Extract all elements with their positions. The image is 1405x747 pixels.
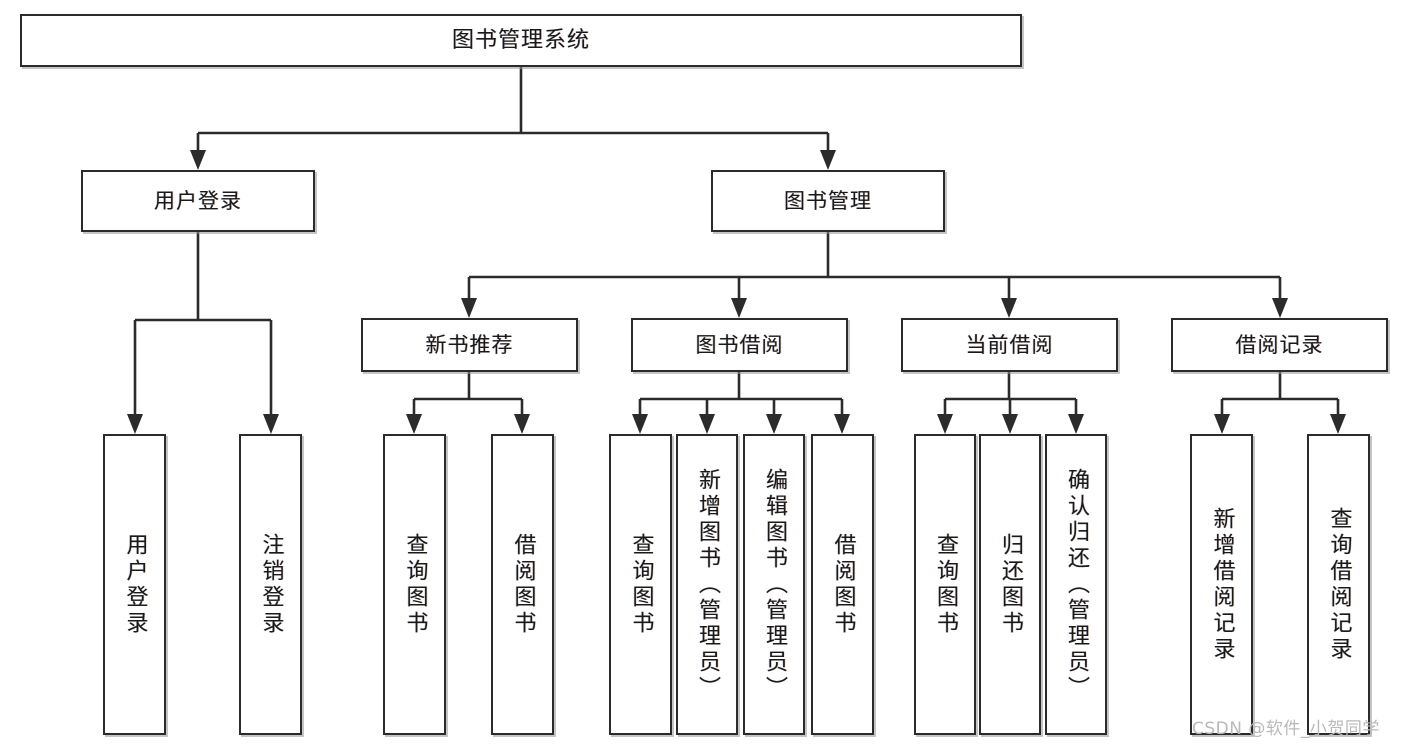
leaf-borrow-book-recommend[interactable]: 借阅图书 [491, 434, 554, 735]
node-label: 用户登录 [154, 188, 242, 213]
node-label: 查询借阅记录 [1326, 506, 1352, 663]
node-book-management[interactable]: 图书管理 [711, 170, 945, 232]
node-label: 借阅图书 [830, 532, 856, 637]
node-label: 注销登录 [258, 532, 284, 637]
leaf-user-logout[interactable]: 注销登录 [239, 434, 302, 735]
node-label: 图书管理 [784, 188, 872, 213]
node-label: 用户登录 [122, 532, 148, 637]
node-new-book-recommend[interactable]: 新书推荐 [361, 318, 578, 372]
node-label: 图书管理系统 [451, 27, 590, 53]
node-borrow-record[interactable]: 借阅记录 [1171, 318, 1388, 372]
node-label: 当前借阅 [965, 332, 1054, 357]
node-label: 借阅记录 [1235, 332, 1324, 357]
node-label: 图书借阅 [695, 332, 784, 357]
leaf-query-book-recommend[interactable]: 查询图书 [383, 434, 446, 735]
node-label: 新增图书（管理员） [695, 467, 720, 702]
leaf-borrow-book[interactable]: 借阅图书 [811, 434, 874, 735]
node-book-borrow[interactable]: 图书借阅 [631, 318, 848, 372]
leaf-query-book-borrow[interactable]: 查询图书 [609, 434, 672, 735]
leaf-edit-book-admin[interactable]: 编辑图书（管理员） [743, 434, 805, 735]
leaf-query-borrow-record[interactable]: 查询借阅记录 [1307, 434, 1370, 735]
leaf-add-borrow-record[interactable]: 新增借阅记录 [1190, 434, 1253, 735]
leaf-return-book[interactable]: 归还图书 [979, 434, 1041, 735]
leaf-query-book-current[interactable]: 查询图书 [914, 434, 976, 735]
watermark-text: CSDN @软件_小贺同学 [1192, 719, 1380, 739]
node-label: 新书推荐 [425, 332, 514, 357]
node-current-borrow[interactable]: 当前借阅 [901, 318, 1118, 372]
node-label: 查询图书 [402, 532, 428, 637]
leaf-user-login[interactable]: 用户登录 [103, 434, 166, 735]
leaf-add-book-admin[interactable]: 新增图书（管理员） [676, 434, 738, 735]
node-user-login[interactable]: 用户登录 [81, 170, 315, 232]
node-label: 查询图书 [628, 532, 654, 637]
leaf-confirm-return-admin[interactable]: 确认归还（管理员） [1045, 434, 1107, 735]
node-label: 查询图书 [933, 532, 958, 637]
node-label: 编辑图书（管理员） [762, 467, 787, 702]
node-label: 归还图书 [998, 532, 1023, 637]
node-label: 新增借阅记录 [1209, 506, 1235, 663]
node-label: 确认归还（管理员） [1064, 467, 1089, 702]
node-book-management-system[interactable]: 图书管理系统 [20, 14, 1022, 67]
node-label: 借阅图书 [510, 532, 536, 637]
